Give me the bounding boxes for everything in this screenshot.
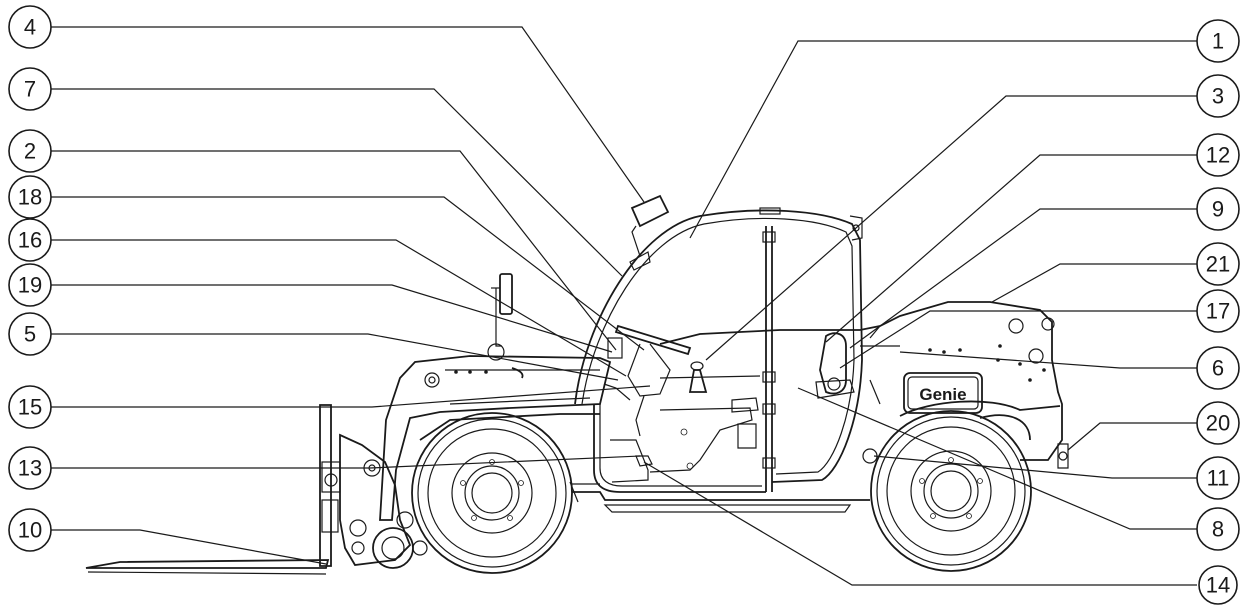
rear-wheel xyxy=(870,410,1032,572)
operator-seat xyxy=(815,332,881,405)
callout-19: 19 xyxy=(8,263,52,307)
svg-text:14: 14 xyxy=(1206,573,1230,598)
leader-15 xyxy=(51,385,651,408)
leader-20 xyxy=(1067,422,1197,451)
svg-text:8: 8 xyxy=(1212,517,1224,542)
callout-3: 3 xyxy=(1196,74,1240,118)
callout-21: 21 xyxy=(1196,242,1240,286)
forks xyxy=(85,404,341,575)
joystick xyxy=(659,361,761,393)
leader-17 xyxy=(839,310,1197,369)
svg-text:13: 13 xyxy=(18,456,42,481)
svg-text:2: 2 xyxy=(24,139,36,164)
steering-column xyxy=(603,324,692,437)
callout-8: 8 xyxy=(1196,507,1240,551)
engine-cover: Genie xyxy=(659,301,1069,469)
leader-7 xyxy=(51,88,623,277)
callout-9: 9 xyxy=(1196,187,1240,231)
callout-2: 2 xyxy=(8,129,52,173)
callout-11: 11 xyxy=(1196,456,1240,500)
callout-12: 12 xyxy=(1196,133,1240,177)
callout-15: 15 xyxy=(8,385,52,429)
callout-7: 7 xyxy=(8,67,52,111)
svg-text:12: 12 xyxy=(1206,143,1230,168)
svg-text:18: 18 xyxy=(18,185,42,210)
leader-4 xyxy=(51,26,645,203)
svg-text:11: 11 xyxy=(1207,466,1230,491)
cab-interior xyxy=(610,397,759,483)
callout-13: 13 xyxy=(8,446,52,490)
leader-13 xyxy=(51,455,641,469)
telehandler-drawing: Genie xyxy=(85,194,1069,575)
svg-text:6: 6 xyxy=(1212,356,1224,381)
svg-text:19: 19 xyxy=(18,273,42,298)
callout-20: 20 xyxy=(1196,401,1240,445)
boom-mirror xyxy=(491,273,513,347)
callout-17: 17 xyxy=(1196,289,1240,333)
genie-brand-logo: Genie xyxy=(919,385,966,404)
callout-18: 18 xyxy=(8,175,52,219)
callout-1: 1 xyxy=(1196,19,1240,63)
cab-frame xyxy=(574,207,863,493)
leader-11 xyxy=(873,455,1197,479)
leader-8 xyxy=(797,387,1197,530)
svg-text:15: 15 xyxy=(18,395,42,420)
callout-16: 16 xyxy=(8,218,52,262)
leader-14 xyxy=(643,461,1197,586)
leader-9 xyxy=(849,208,1197,349)
cab-mirror xyxy=(629,194,670,271)
leader-6 xyxy=(899,351,1197,369)
callout-5: 5 xyxy=(8,312,52,356)
svg-text:10: 10 xyxy=(18,518,42,543)
boom xyxy=(379,343,612,521)
callout-4: 4 xyxy=(8,5,52,49)
leader-2 xyxy=(51,150,617,351)
svg-text:5: 5 xyxy=(24,322,36,347)
svg-text:17: 17 xyxy=(1206,299,1230,324)
callout-6: 6 xyxy=(1196,346,1240,390)
leader-21 xyxy=(991,263,1197,303)
leader-16 xyxy=(51,239,627,377)
svg-text:3: 3 xyxy=(1212,84,1224,109)
leader-5 xyxy=(51,333,619,381)
svg-text:9: 9 xyxy=(1212,197,1224,222)
leader-10 xyxy=(51,529,327,565)
chassis xyxy=(419,413,870,513)
callout-10: 10 xyxy=(8,508,52,552)
front-wheel xyxy=(411,412,573,574)
svg-text:1: 1 xyxy=(1212,29,1224,54)
svg-text:16: 16 xyxy=(18,228,42,253)
leader-lines xyxy=(51,26,1197,586)
leader-3 xyxy=(705,95,1197,361)
svg-text:4: 4 xyxy=(24,15,36,40)
leader-1 xyxy=(689,40,1197,239)
svg-text:21: 21 xyxy=(1206,252,1230,277)
svg-text:20: 20 xyxy=(1206,411,1230,436)
svg-text:7: 7 xyxy=(24,77,36,102)
leader-18 xyxy=(51,196,645,351)
callout-14: 14 xyxy=(1198,565,1238,605)
leader-12 xyxy=(825,154,1197,343)
leader-19 xyxy=(51,284,613,353)
